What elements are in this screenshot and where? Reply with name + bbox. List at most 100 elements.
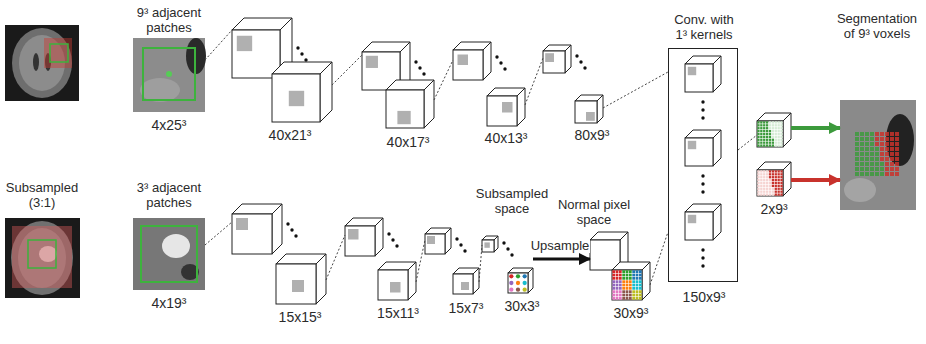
voxel-cell (622, 290, 625, 293)
segmented-voxel (890, 137, 894, 141)
segmented-voxel (865, 137, 869, 141)
voxel-cell (636, 280, 639, 283)
dimension-label: 30x3³ (504, 298, 539, 314)
voxel-cell (629, 270, 632, 273)
segmented-voxel (880, 172, 884, 176)
voxel-cell (775, 139, 777, 141)
cube-front (612, 270, 642, 300)
voxel-cell (636, 284, 639, 287)
dimension-label: 4x25³ (151, 117, 186, 133)
voxel-cell (778, 121, 780, 123)
segmented-voxel (885, 172, 889, 176)
voxel-cell (780, 193, 782, 195)
voxel-cell (763, 182, 765, 184)
center-voxel (166, 71, 172, 77)
feature-maps: 40x21³ (232, 18, 332, 122)
voxel-cell (763, 121, 765, 123)
voxel-cell (763, 170, 765, 172)
segmented-voxel (875, 137, 879, 141)
cube-side (445, 228, 451, 254)
voxel-cell (778, 130, 780, 132)
segmented-voxel (875, 152, 879, 156)
upsampled-maps: Normal pixel space30x9³ (590, 232, 650, 300)
feature-cube (757, 113, 791, 147)
voxel-cell (626, 280, 629, 283)
voxel-cell (766, 173, 768, 175)
ellipsis-dot (455, 237, 458, 240)
voxel-dot (523, 288, 527, 292)
voxel-cell (619, 284, 622, 287)
voxel-dot (509, 288, 513, 292)
voxel-cell (616, 280, 619, 283)
receptive-field-line (479, 245, 482, 282)
segmented-voxel (875, 132, 879, 136)
cube-front (386, 90, 424, 128)
cube-front (453, 50, 483, 80)
segmented-voxel (890, 162, 894, 166)
voxel-cell (632, 280, 635, 283)
voxel-dot (516, 288, 520, 292)
cube-front (575, 101, 597, 123)
voxel-cell (626, 290, 629, 293)
segmented-voxel (865, 172, 869, 176)
feature-cube (386, 80, 434, 128)
voxel-cell (772, 121, 774, 123)
receptive-field-line (738, 135, 757, 150)
voxel-cell (772, 142, 774, 144)
voxel-cell (780, 170, 782, 172)
feature-cube (345, 218, 383, 256)
receptive-field-line (603, 72, 668, 108)
voxel-cell (772, 182, 774, 184)
ellipsis-dot (463, 249, 466, 252)
voxel-cell (769, 130, 771, 132)
segmented-voxel (865, 167, 869, 171)
voxel-cell (629, 284, 632, 287)
voxel-cell (775, 188, 777, 190)
segmented-voxel (860, 162, 864, 166)
voxel-cell (769, 136, 771, 138)
voxel-cell (772, 173, 774, 175)
subsampled-image: Subsampled (3:1) (5, 218, 80, 298)
voxel-cell (757, 133, 759, 135)
ellipsis-dot (418, 66, 421, 69)
ellipsis-dot (286, 222, 289, 225)
voxel-dot (516, 274, 520, 278)
ellipsis-dot (290, 228, 293, 231)
segmented-voxel (860, 147, 864, 151)
voxel-cell (780, 185, 782, 187)
input-patch: 9³ adjacent patches4x25³ (133, 38, 205, 112)
ellipsis-dot (579, 60, 582, 63)
voxel-cell (639, 270, 642, 273)
voxel-cell (622, 280, 625, 283)
voxel-cell (769, 121, 771, 123)
voxel-cell (772, 191, 774, 193)
voxel-cell (632, 274, 635, 277)
voxel-cell (778, 182, 780, 184)
voxel-cell (763, 139, 765, 141)
voxel-cell (619, 297, 622, 300)
segmented-voxel (865, 142, 869, 146)
voxel-cell (760, 136, 762, 138)
voxel-cell (616, 270, 619, 273)
patch-caption: 3³ adjacent patches (131, 180, 207, 210)
voxel-cell (778, 176, 780, 178)
voxel-cell (780, 144, 782, 146)
voxel-cell (622, 287, 625, 290)
voxel-cell (632, 270, 635, 273)
brain-scan (5, 218, 80, 298)
brain-tissue (12, 28, 72, 98)
segmented-voxel (875, 167, 879, 171)
conv-block: Conv. with 1³ kernels150x9³ (668, 48, 738, 282)
ellipsis-dot (701, 190, 704, 193)
voxel-cell (772, 133, 774, 135)
voxel-cell (760, 170, 762, 172)
voxel-cell (780, 139, 782, 141)
voxel-cell (757, 136, 759, 138)
segmented-voxel (890, 172, 894, 176)
segmented-voxel (865, 157, 869, 161)
segmented-voxel (880, 147, 884, 151)
voxel-cell (622, 294, 625, 297)
voxel-cell (619, 270, 622, 273)
